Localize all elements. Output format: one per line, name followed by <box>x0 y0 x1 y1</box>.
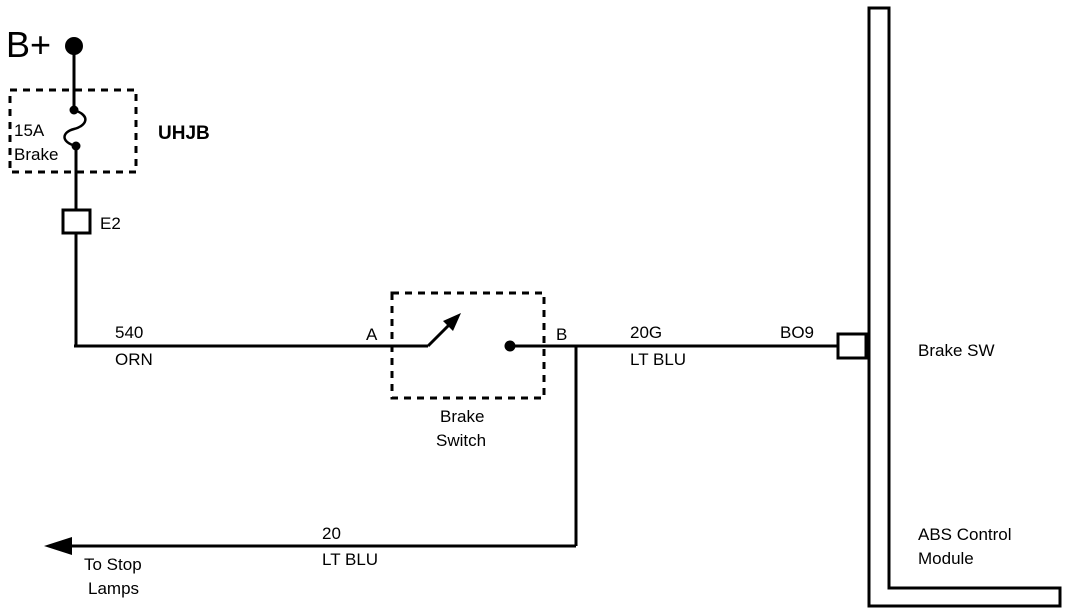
abs-control-module <box>867 6 1062 608</box>
uhjb-label: UHJB <box>158 123 210 144</box>
abs-module-name-line1: ABS Control <box>918 525 1012 544</box>
wire-20g-circuit-label: 20G <box>630 323 662 342</box>
wire-20g-color-label: LT BLU <box>630 350 686 369</box>
wire-540-circuit-label: 540 <box>115 323 143 342</box>
brake-switch-name-line2: Switch <box>436 431 486 450</box>
switch-terminal-b-label: B <box>556 325 567 344</box>
abs-brake-sw-pin-label: Brake SW <box>918 341 995 360</box>
fuse-15a-brake <box>63 108 87 148</box>
brake-switch-name-line1: Brake <box>440 407 484 426</box>
connector-bo9 <box>836 332 868 360</box>
stop-lamps-label-line1: To Stop <box>84 555 142 574</box>
wire-20-color-label: LT BLU <box>322 550 378 569</box>
fuse-name-label: Brake <box>14 145 58 164</box>
wire-540-color-label: ORN <box>115 350 153 369</box>
fuse-rating-label: 15A <box>14 121 45 140</box>
stop-lamps-arrow-icon <box>44 537 72 555</box>
switch-terminal-a-label: A <box>366 325 378 344</box>
wire-20-circuit-label: 20 <box>322 524 341 543</box>
connector-e2-label: E2 <box>100 214 121 233</box>
abs-module-name-line2: Module <box>918 549 974 568</box>
stop-lamps-label-line2: Lamps <box>88 579 139 598</box>
switch-arrow-head <box>443 313 461 331</box>
power-label: B+ <box>6 24 51 65</box>
connector-bo9-label: BO9 <box>780 323 814 342</box>
connector-e2 <box>61 208 92 235</box>
brake-switch-housing <box>390 291 546 400</box>
